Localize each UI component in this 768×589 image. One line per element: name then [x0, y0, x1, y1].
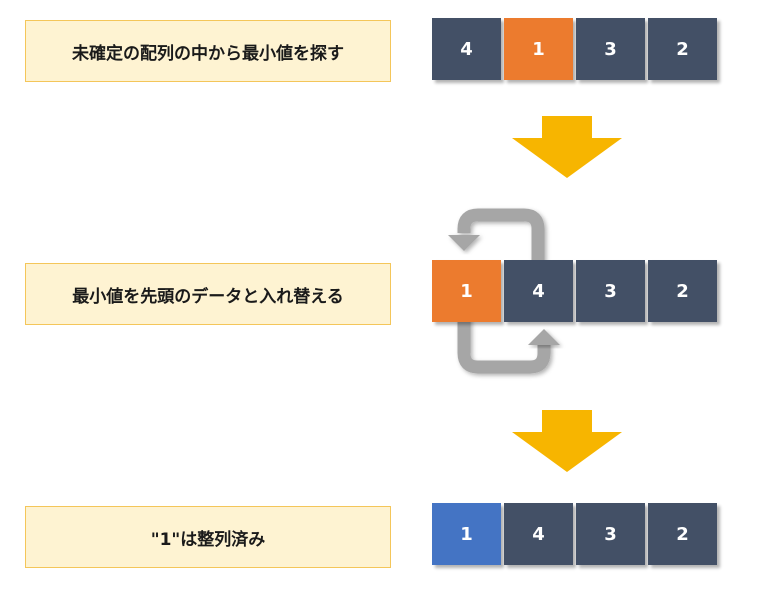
step-3-array: 1 4 3 2 — [432, 503, 717, 565]
step-1-label: 未確定の配列の中から最小値を探す — [25, 20, 391, 82]
array-cell: 4 — [432, 18, 501, 80]
step-2-label: 最小値を先頭のデータと入れ替える — [25, 263, 391, 325]
array-cell: 4 — [504, 503, 573, 565]
array-cell: 2 — [648, 503, 717, 565]
down-arrow-icon — [512, 116, 622, 178]
down-arrow-icon — [512, 410, 622, 472]
array-cell: 4 — [504, 260, 573, 322]
array-cell-sorted: 1 — [432, 503, 501, 565]
step-3-label: "1"は整列済み — [25, 506, 391, 568]
swap-arrows-icon — [448, 208, 560, 374]
array-cell-minimum: 1 — [504, 18, 573, 80]
array-cell: 3 — [576, 18, 645, 80]
array-cell: 2 — [648, 260, 717, 322]
array-cell-minimum: 1 — [432, 260, 501, 322]
array-cell: 3 — [576, 503, 645, 565]
array-cell: 3 — [576, 260, 645, 322]
array-cell: 2 — [648, 18, 717, 80]
step-2-array: 1 4 3 2 — [432, 260, 717, 322]
step-1-array: 4 1 3 2 — [432, 18, 717, 80]
